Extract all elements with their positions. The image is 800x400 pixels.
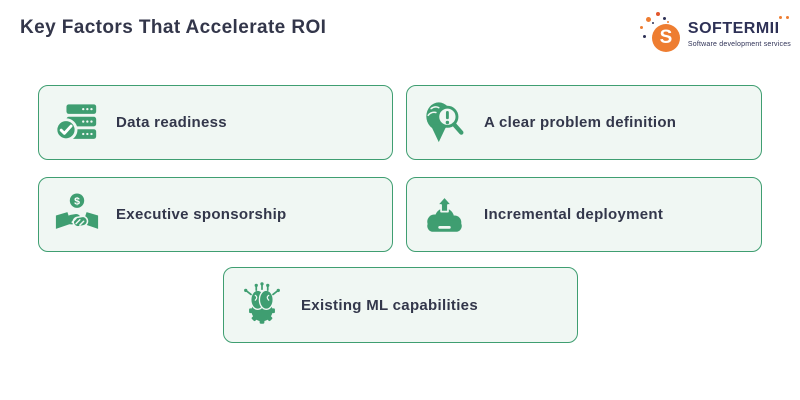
card-data-readiness: Data readiness bbox=[38, 85, 393, 160]
card-clear-problem-definition: A clear problem definition bbox=[406, 85, 762, 160]
brand-tagline: Software development services bbox=[687, 41, 791, 48]
card-executive-sponsorship: $ Executive sponsorship bbox=[38, 177, 393, 252]
brand-i-dot bbox=[786, 16, 789, 19]
brand-name: SOFTERMII bbox=[687, 20, 780, 37]
brain-gear-icon bbox=[239, 282, 285, 328]
svg-text:$: $ bbox=[74, 195, 80, 207]
card-existing-ml-capabilities: Existing ML capabilities bbox=[223, 267, 578, 343]
card-label: A clear problem definition bbox=[484, 114, 677, 131]
card-incremental-deployment: Incremental deployment bbox=[406, 177, 762, 252]
card-label: Existing ML capabilities bbox=[301, 296, 478, 314]
logo-monogram: S bbox=[651, 24, 680, 52]
card-label: Executive sponsorship bbox=[116, 206, 287, 223]
card-label: Data readiness bbox=[116, 114, 227, 131]
head-magnifier-icon bbox=[422, 100, 468, 146]
brand-i-dot bbox=[779, 16, 782, 19]
page-title: Key Factors That Accelerate ROI bbox=[20, 17, 327, 38]
logo-mark-icon: S bbox=[639, 11, 683, 55]
softermii-logo: S SOFTERMII Software development service… bbox=[639, 11, 791, 55]
handshake-dollar-icon: $ bbox=[54, 192, 100, 238]
card-label: Incremental deployment bbox=[484, 206, 664, 223]
logo-text: SOFTERMII Software development services bbox=[688, 11, 791, 48]
server-check-icon bbox=[54, 100, 100, 146]
cloud-upload-arrow-icon bbox=[422, 192, 468, 238]
